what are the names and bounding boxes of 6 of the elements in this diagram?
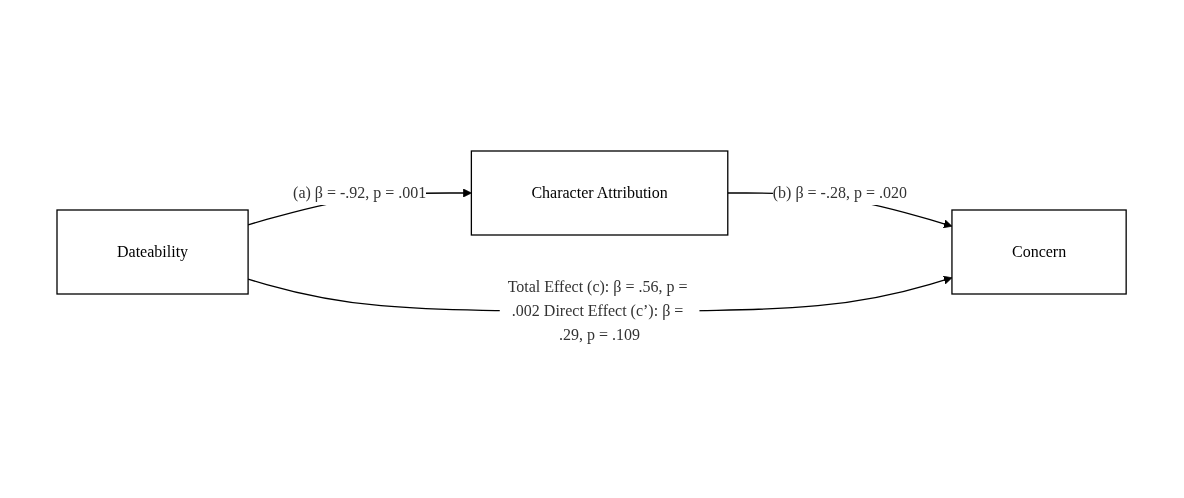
edge-label: Total Effect (c): β = .56, p = .002 Direct Effect (c’): β = .29, p = .109 bbox=[508, 278, 688, 343]
node-box: Dateability bbox=[56, 209, 250, 295]
node-box: Concern bbox=[951, 209, 1128, 295]
node-box: Character Attribution bbox=[471, 150, 729, 236]
edge-label: (b) β = -.28, p = .020 bbox=[773, 184, 908, 201]
edge-label: (a) β = -.92, p = .001 bbox=[293, 184, 427, 201]
